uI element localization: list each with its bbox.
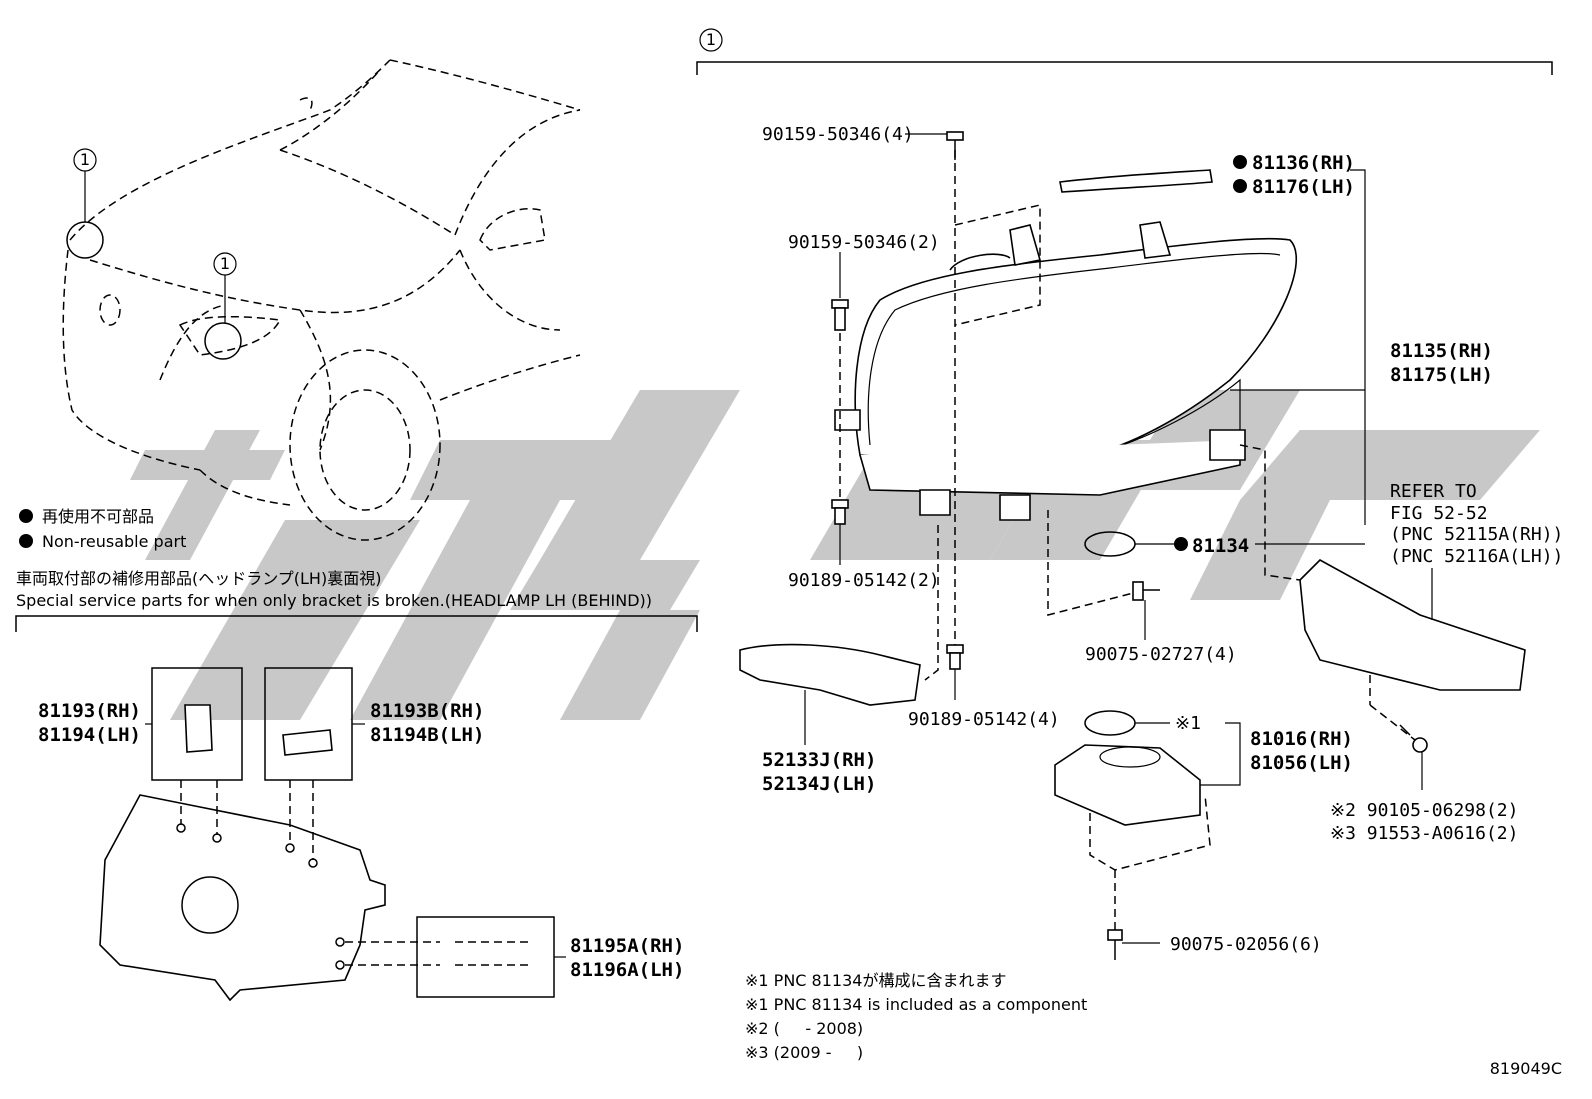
label-91553: ※3 91553-A0616(2)	[1330, 823, 1518, 844]
label-81195a: 81195A(RH)	[570, 935, 684, 957]
vehicle-sketch	[62, 59, 581, 541]
callout-1-a: 1	[80, 150, 90, 169]
non-reusable-dot-81134	[1174, 537, 1188, 551]
label-81193b: 81193B(RH)	[370, 700, 484, 722]
leader-lines	[804, 133, 1433, 944]
main-bracket	[696, 61, 1553, 75]
label-81134: 81134	[1192, 535, 1249, 557]
label-52133j: 52133J(RH)	[762, 749, 876, 771]
bracket-52115a	[1299, 559, 1526, 691]
service-plate	[99, 667, 566, 1002]
label-81136: 81136(RH)	[1252, 152, 1355, 174]
label-90105: ※2 90105-06298(2)	[1330, 800, 1518, 821]
ballast-81016	[1054, 744, 1201, 826]
label-note1-mark: ※1	[1175, 713, 1201, 734]
label-81175: 81175(LH)	[1390, 364, 1493, 386]
label-90159-50346-4: 90159-50346(4)	[762, 124, 914, 145]
label-81196a: 81196A(LH)	[570, 959, 684, 981]
legend-en: Non-reusable part	[42, 532, 186, 551]
headlamp-trim-strip	[1059, 169, 1213, 193]
illustration-code: 819049C	[1490, 1059, 1562, 1078]
label-pnc-52116a: (PNC 52116A(LH))	[1390, 546, 1563, 567]
label-81056: 81056(LH)	[1250, 752, 1353, 774]
service-bracket	[15, 615, 698, 632]
legend-dot-en	[19, 534, 33, 548]
non-reusable-dot-81176	[1233, 179, 1247, 193]
label-81016: 81016(RH)	[1250, 728, 1353, 750]
assembly-guides	[839, 150, 1416, 930]
label-pnc-52115a: (PNC 52115A(RH))	[1390, 524, 1563, 545]
label-90189-05142-2: 90189-05142(2)	[788, 570, 940, 591]
label-52134j: 52134J(LH)	[762, 773, 876, 795]
fasteners	[831, 131, 1428, 960]
label-90189-05142-4: 90189-05142(4)	[908, 709, 1060, 730]
label-81135: 81135(RH)	[1390, 340, 1493, 362]
footnote-2: ※2 ( - 2008)	[745, 1019, 863, 1038]
label-81176: 81176(LH)	[1252, 176, 1355, 198]
label-90075-02727: 90075-02727(4)	[1085, 644, 1237, 665]
callout-1-b: 1	[220, 254, 230, 273]
label-81193: 81193(RH)	[38, 700, 141, 722]
callout-circle-main	[699, 28, 723, 52]
legend-jp: 再使用不可部品	[42, 507, 154, 526]
footnote-1-en: ※1 PNC 81134 is included as a component	[745, 995, 1087, 1014]
callout-1-main: 1	[706, 30, 716, 49]
label-fig: FIG 52-52	[1390, 503, 1488, 524]
service-title-en: Special service parts for when only brac…	[16, 591, 652, 610]
label-81194b: 81194B(LH)	[370, 724, 484, 746]
label-refer-to: REFER TO	[1390, 481, 1477, 502]
bracket-52133j	[739, 643, 921, 706]
footnote-1-jp: ※1 PNC 81134が構成に含まれます	[745, 971, 1006, 990]
label-90075-02056: 90075-02056(6)	[1170, 934, 1322, 955]
label-90159-50346-2: 90159-50346(2)	[788, 232, 940, 253]
service-title-jp: 車両取付部の補修用部品(ヘッドランプ(LH)裏面視)	[16, 569, 381, 588]
o-ring-note1	[1084, 710, 1136, 736]
label-81194: 81194(LH)	[38, 724, 141, 746]
non-reusable-dot-81136	[1233, 155, 1247, 169]
legend-dot-jp	[19, 509, 33, 523]
footnote-3: ※3 (2009 - )	[745, 1043, 863, 1062]
